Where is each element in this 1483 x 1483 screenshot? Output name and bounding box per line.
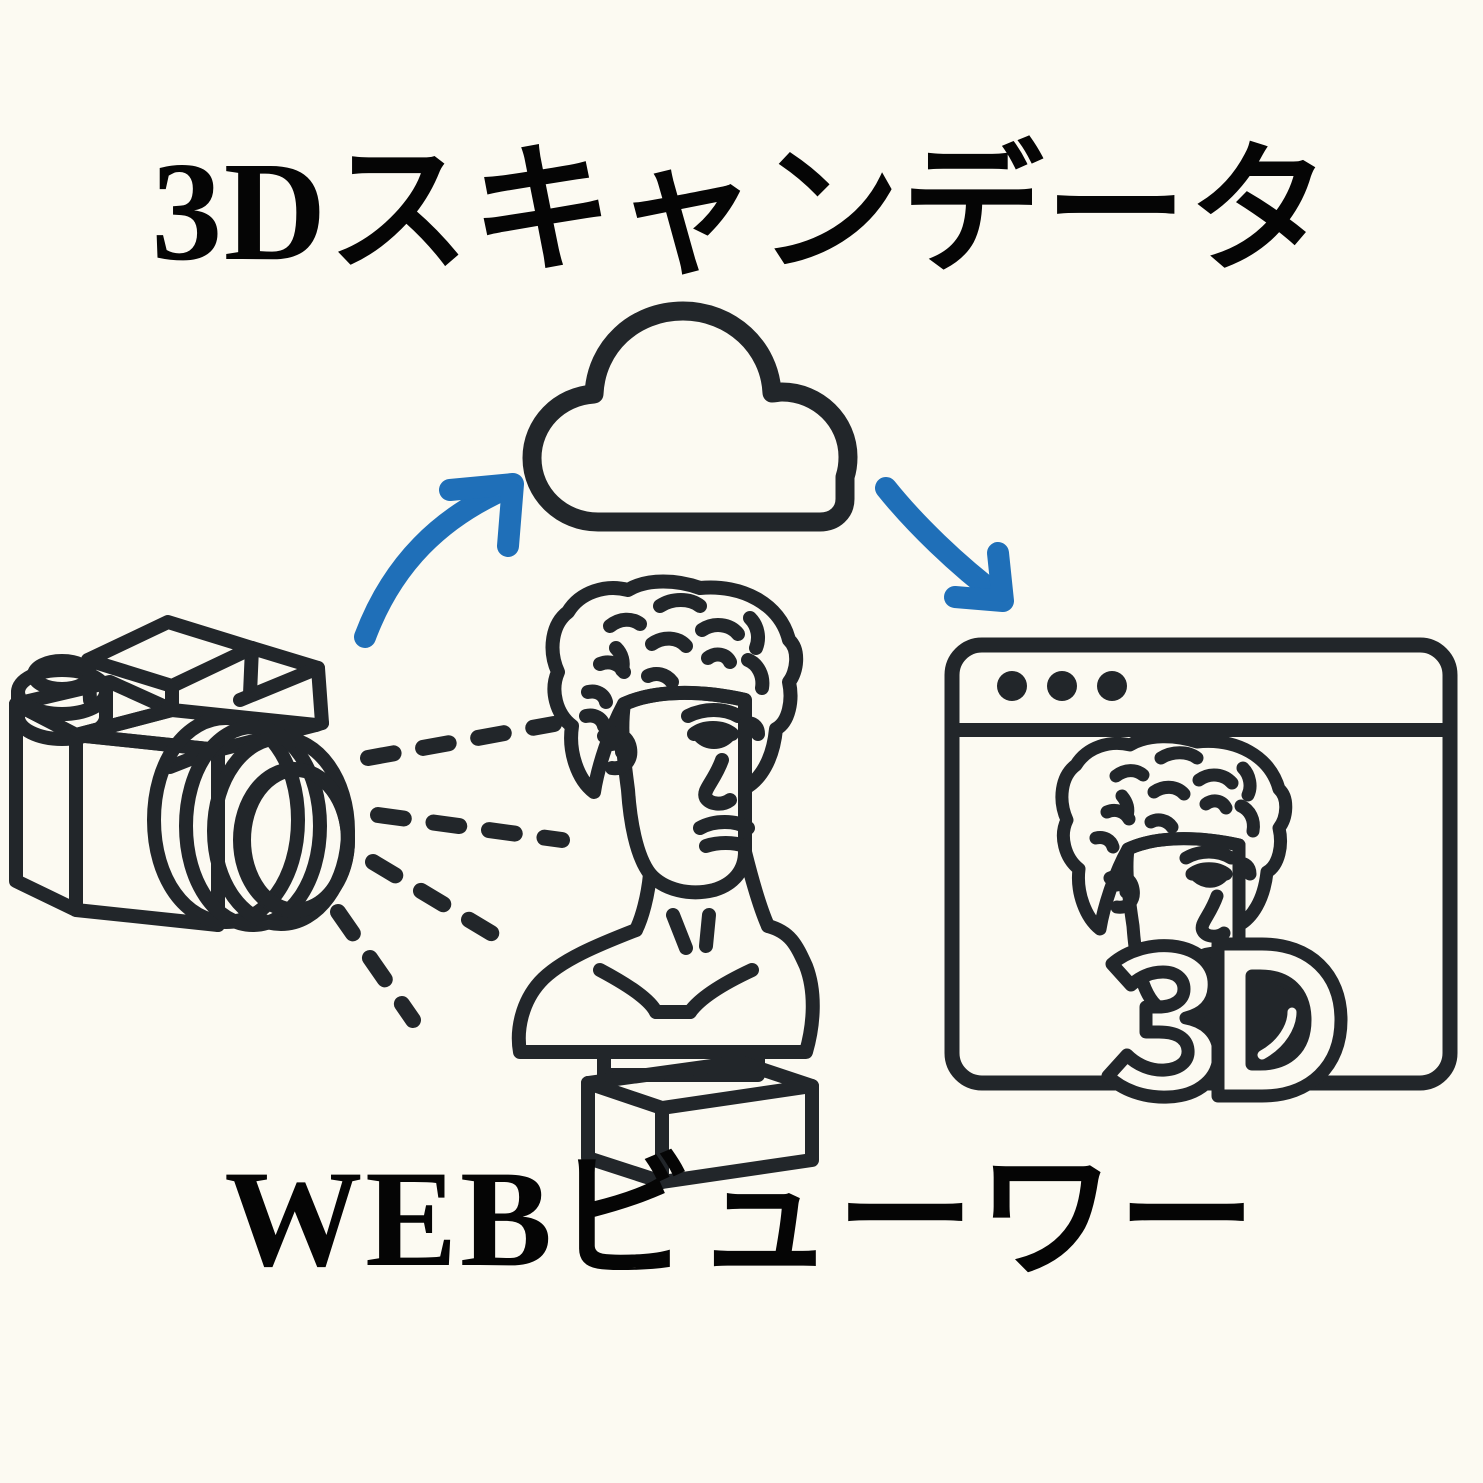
arrow-download-icon — [875, 477, 1014, 612]
page-title-bottom: WEBビューワー — [224, 1142, 1259, 1295]
page-title-top: 3Dスキャンデータ — [151, 132, 1332, 290]
camera-node[interactable] — [10, 610, 360, 930]
web-viewer-node[interactable] — [950, 643, 1453, 1086]
cloud-node[interactable] — [520, 300, 860, 580]
statue-node[interactable] — [520, 575, 830, 1190]
arrow-upload-icon — [354, 473, 524, 648]
